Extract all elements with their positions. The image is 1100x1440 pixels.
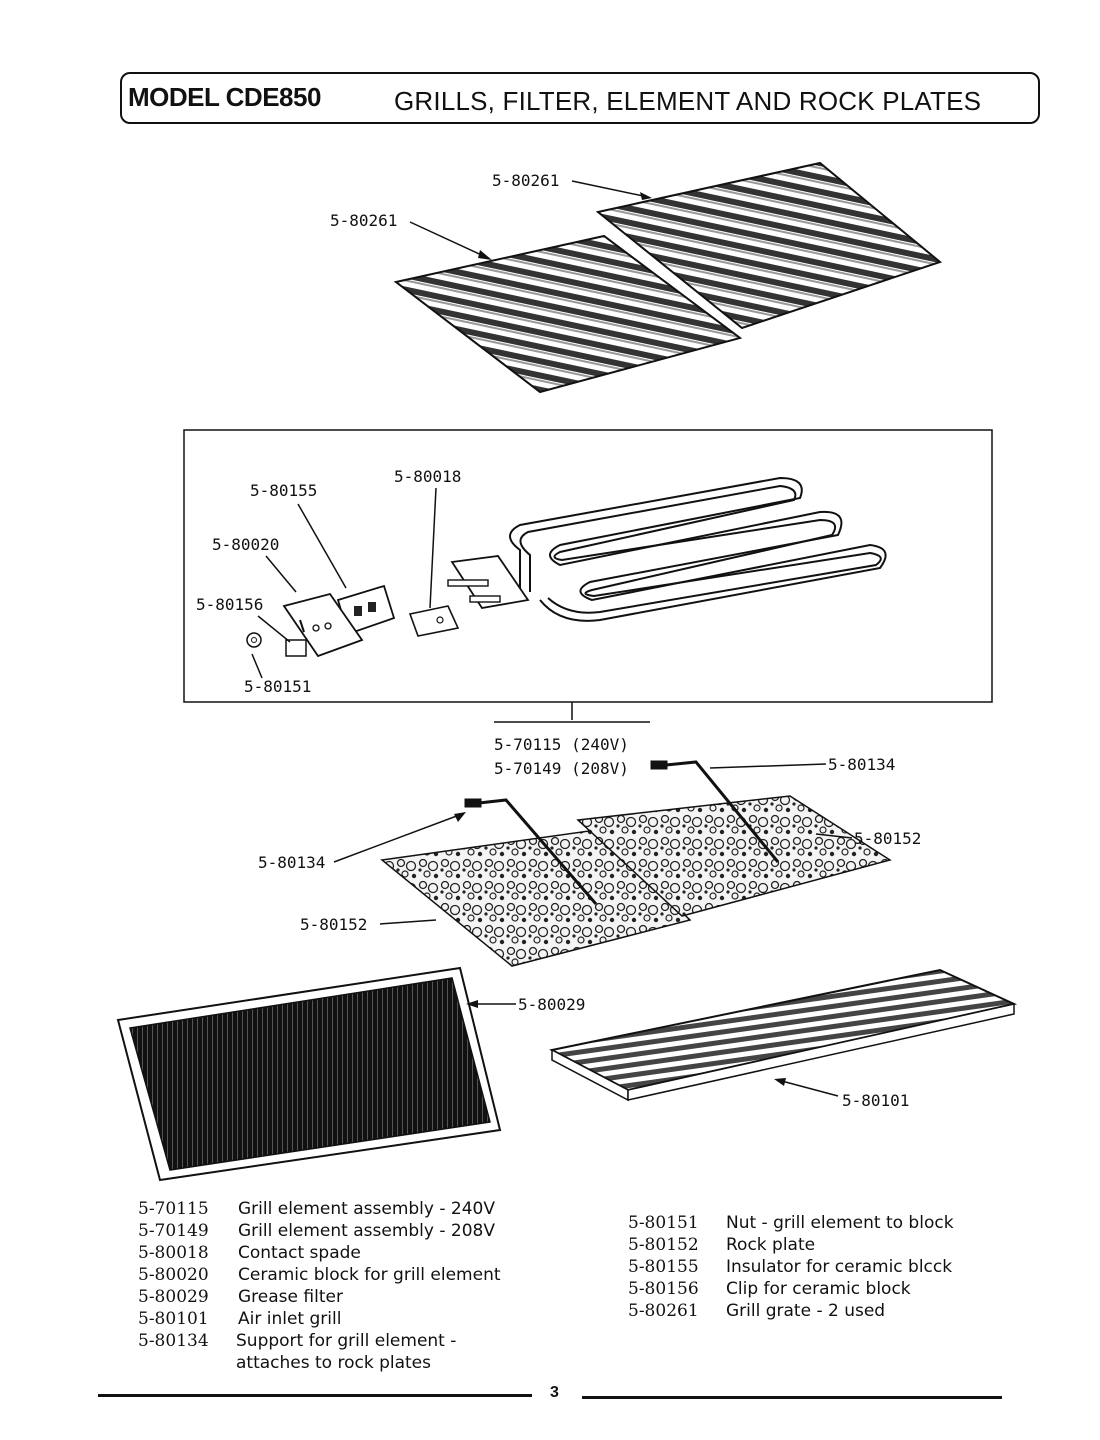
- element-assembly-frame: [183, 429, 993, 703]
- legend-row: 5-80029 Grease filter: [138, 1286, 578, 1308]
- callout-grate-right: 5-80261: [492, 171, 652, 200]
- model-title: MODEL CDE850: [128, 82, 321, 112]
- rock-plate-right: [576, 795, 892, 917]
- label-grate-right: 5-80261: [492, 171, 559, 190]
- legend-description: Nut - grill element to block: [726, 1213, 954, 1233]
- legend-row: 5-80156 Clip for ceramic block: [628, 1278, 1028, 1300]
- label-assembly-208: 5-70149 (208V): [494, 759, 629, 778]
- label-support-right: 5-80134: [828, 755, 895, 774]
- air-inlet-grill: [549, 968, 1018, 1102]
- label-grate-left: 5-80261: [330, 211, 397, 230]
- label-filter: 5-80029: [518, 995, 585, 1014]
- label-rock-left: 5-80152: [300, 915, 367, 934]
- legend-part-number: 5-80020: [138, 1265, 209, 1285]
- callout-inlet-grill: 5-80101: [774, 1078, 909, 1110]
- page-number: 3: [550, 1384, 559, 1401]
- callout-spade: 5-80018: [394, 467, 461, 609]
- contact-spade: [408, 605, 460, 637]
- legend-part-number: 5-80134: [138, 1331, 209, 1351]
- label-nut: 5-80151: [244, 677, 311, 696]
- footer-rule-right: [582, 1396, 1002, 1399]
- grill-grate-left: [393, 234, 743, 394]
- parts-legend-left: 5-70115 Grill element assembly - 240V 5-…: [138, 1198, 578, 1378]
- label-inlet-grill: 5-80101: [842, 1091, 909, 1110]
- legend-part-number: 5-80151: [628, 1213, 699, 1233]
- legend-row: attaches to rock plates: [138, 1352, 578, 1374]
- label-spade: 5-80018: [394, 467, 461, 486]
- legend-row: 5-70115 Grill element assembly - 240V: [138, 1198, 578, 1220]
- legend-row: 5-80152 Rock plate: [628, 1234, 1028, 1256]
- legend-row: 5-80155 Insulator for ceramic blcck: [628, 1256, 1028, 1278]
- nut: [246, 632, 262, 648]
- legend-description: Contact spade: [238, 1243, 361, 1263]
- legend-description: Grill grate - 2 used: [726, 1301, 886, 1321]
- legend-part-number: 5-80155: [628, 1257, 699, 1277]
- legend-part-number: 5-80029: [138, 1287, 209, 1307]
- element-support-right: [650, 760, 780, 863]
- callout-grate-left: 5-80261: [330, 211, 492, 260]
- legend-row: 5-80151 Nut - grill element to block: [628, 1212, 1028, 1234]
- element-support-left: [464, 798, 598, 905]
- callout-assembly: 5-70115 (240V) 5-70149 (208V): [494, 702, 650, 778]
- footer-rule-left: [98, 1394, 532, 1397]
- legend-row: 5-80018 Contact spade: [138, 1242, 578, 1264]
- legend-description: Rock plate: [726, 1235, 816, 1255]
- section-title: GRILLS, FILTER, ELEMENT AND ROCK PLATES: [394, 86, 982, 116]
- label-assembly-240: 5-70115 (240V): [494, 735, 629, 754]
- label-insulator: 5-80155: [250, 481, 317, 500]
- callout-rock-left: 5-80152: [300, 915, 437, 934]
- legend-part-number: 5-80018: [138, 1243, 209, 1263]
- legend-description: Insulator for ceramic blcck: [726, 1257, 953, 1277]
- label-clip: 5-80156: [196, 595, 263, 614]
- legend-description: Grease filter: [238, 1287, 343, 1307]
- parts-legend-right: 5-80151 Nut - grill element to block 5-8…: [628, 1212, 1028, 1328]
- legend-description: Ceramic block for grill element: [238, 1265, 501, 1285]
- legend-row: 5-80134 Support for grill element -: [138, 1330, 578, 1352]
- callout-ceramic-block: 5-80020: [212, 535, 297, 593]
- callout-support-left: 5-80134: [258, 812, 466, 872]
- clip: [285, 639, 307, 657]
- callout-insulator: 5-80155: [250, 481, 347, 589]
- callout-filter: 5-80029: [466, 995, 585, 1014]
- legend-description: Air inlet grill: [238, 1309, 342, 1329]
- legend-part-number: 5-70115: [138, 1199, 209, 1219]
- heating-element-coil: [509, 476, 887, 622]
- callout-clip: 5-80156: [196, 595, 291, 643]
- legend-row: 5-70149 Grill element assembly - 208V: [138, 1220, 578, 1242]
- insulator-ceramic-block: [336, 584, 396, 636]
- legend-part-number: 5-80101: [138, 1309, 209, 1329]
- legend-part-number: 5-70149: [138, 1221, 209, 1241]
- legend-description: Clip for ceramic block: [726, 1279, 911, 1299]
- rock-plate-left: [380, 829, 692, 967]
- legend-part-number: 5-80152: [628, 1235, 699, 1255]
- label-rock-right: 5-80152: [854, 829, 921, 848]
- legend-description: attaches to rock plates: [236, 1353, 432, 1373]
- callout-rock-right: 5-80152: [815, 829, 921, 848]
- label-ceramic-block: 5-80020: [212, 535, 279, 554]
- legend-part-number: 5-80156: [628, 1279, 699, 1299]
- legend-part-number: 5-80261: [628, 1301, 699, 1321]
- grease-filter: [116, 966, 502, 1182]
- legend-description: Grill element assembly - 240V: [238, 1199, 495, 1219]
- label-support-left: 5-80134: [258, 853, 325, 872]
- legend-row: 5-80101 Air inlet grill: [138, 1308, 578, 1330]
- legend-row: 5-80020 Ceramic block for grill element: [138, 1264, 578, 1286]
- title-frame: [120, 72, 1040, 124]
- terminal-bracket: [447, 555, 530, 609]
- callout-nut: 5-80151: [244, 653, 311, 696]
- legend-description: Grill element assembly - 208V: [238, 1221, 495, 1241]
- callout-support-right: 5-80134: [709, 755, 895, 774]
- grill-grate-right: [595, 161, 943, 330]
- legend-description: Support for grill element -: [236, 1331, 457, 1351]
- legend-row: 5-80261 Grill grate - 2 used: [628, 1300, 1028, 1322]
